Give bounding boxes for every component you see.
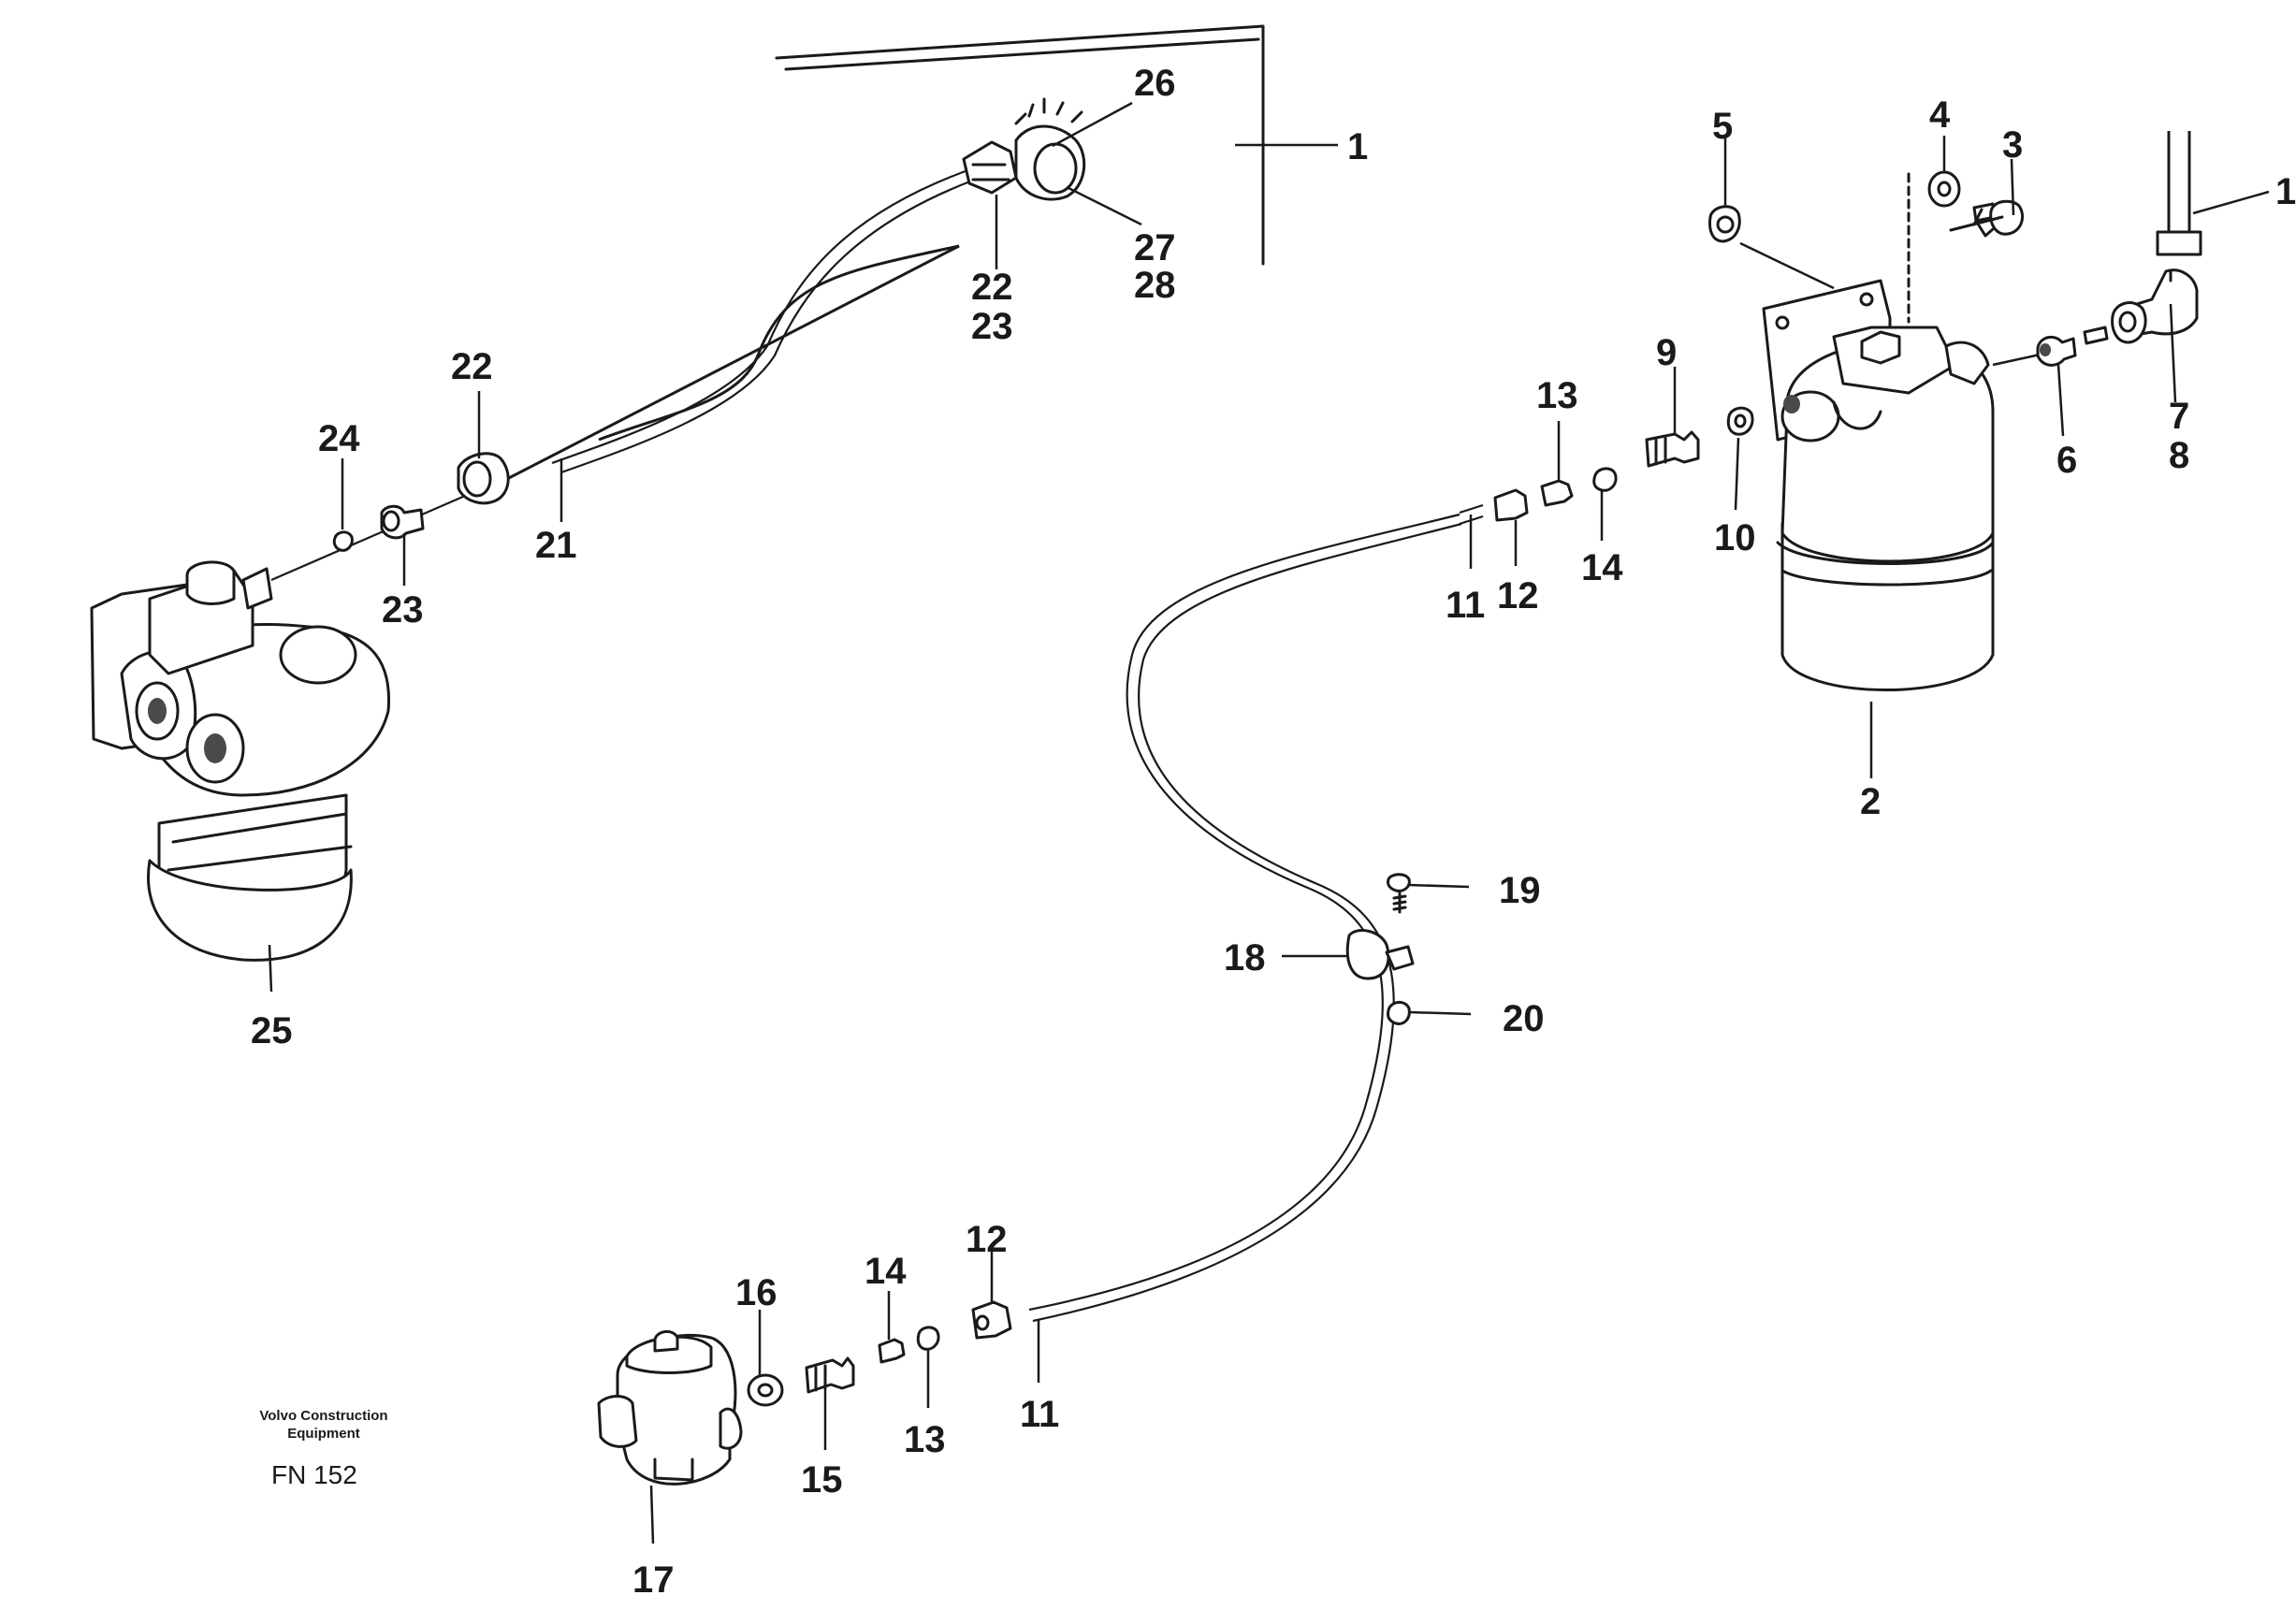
callout-23-left: 23 — [382, 589, 424, 631]
fuel-pipe-lower — [1028, 513, 1462, 1323]
right-upper-elbow — [2036, 131, 2202, 367]
tank-edge-outline — [775, 24, 1265, 266]
callout-15: 15 — [801, 1459, 843, 1501]
callout-9: 9 — [1656, 332, 1677, 373]
brand-name-line1: Volvo Construction — [259, 1408, 387, 1424]
callout-17: 17 — [632, 1559, 675, 1601]
callout-21: 21 — [535, 525, 577, 566]
callout-23-top: 23 — [971, 306, 1013, 347]
callout-8: 8 — [2169, 435, 2189, 476]
callout-12-lower: 12 — [966, 1219, 1008, 1260]
callout-11-upper: 11 — [1446, 585, 1485, 626]
figure-caption: Volvo Construction Equipment FN 152 — [259, 1408, 387, 1489]
top-elbow-union — [962, 97, 1086, 201]
fuel-pipe-upper — [504, 167, 976, 482]
callout-1-top: 1 — [1347, 126, 1368, 167]
callout-1-right: 1 — [2275, 171, 2296, 212]
callout-22-left: 22 — [451, 346, 493, 387]
callout-13-lower: 13 — [904, 1419, 946, 1460]
callout-7: 7 — [2169, 396, 2189, 437]
callout-labels: 1 1 2 3 4 5 6 7 8 9 10 11 12 13 14 11 12… — [251, 63, 2296, 1601]
callout-18: 18 — [1224, 937, 1266, 979]
callout-14-upper: 14 — [1581, 547, 1623, 588]
callout-6: 6 — [2056, 440, 2077, 481]
leader-lines — [268, 101, 2270, 1544]
lower-fittings — [597, 1300, 1012, 1486]
callout-26: 26 — [1134, 63, 1176, 104]
callout-22-top: 22 — [971, 267, 1013, 308]
callout-24: 24 — [318, 418, 360, 459]
brand-name-line2: Equipment — [287, 1426, 360, 1442]
right-fuel-filter — [1762, 279, 2045, 691]
callout-28: 28 — [1134, 265, 1176, 306]
right-middle-fittings — [1459, 406, 1754, 526]
callout-27: 27 — [1134, 227, 1176, 268]
callout-13-upper: 13 — [1536, 375, 1578, 416]
left-fittings — [270, 452, 510, 582]
callout-3: 3 — [2002, 124, 2023, 166]
callout-5: 5 — [1712, 106, 1733, 147]
callout-14-lower: 14 — [865, 1251, 907, 1292]
callout-12-upper: 12 — [1497, 575, 1539, 616]
callout-25: 25 — [251, 1010, 293, 1051]
callout-20: 20 — [1503, 998, 1545, 1039]
callout-11-lower: 11 — [1020, 1394, 1059, 1435]
callout-2: 2 — [1860, 781, 1881, 822]
callout-10: 10 — [1714, 517, 1756, 558]
figure-number: FN 152 — [271, 1460, 357, 1489]
callout-19: 19 — [1499, 870, 1541, 911]
callout-4: 4 — [1929, 94, 1951, 136]
callout-16: 16 — [735, 1272, 777, 1313]
left-fuel-filter — [90, 560, 391, 962]
